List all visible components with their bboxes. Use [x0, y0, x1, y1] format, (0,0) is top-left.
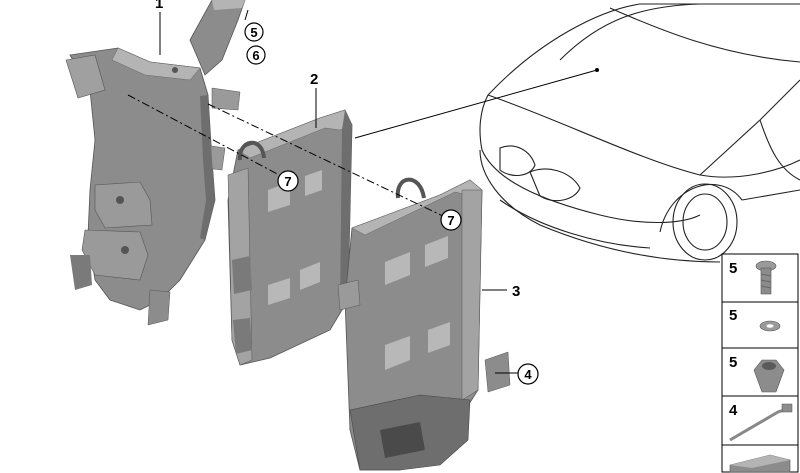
- panel-item-3-num: 5: [729, 354, 737, 371]
- circle-callout-6: 6: [246, 45, 266, 65]
- nut-icon: [753, 359, 785, 393]
- circle-callout-5: 5: [244, 22, 264, 42]
- circle-callout-7b: 7: [440, 209, 462, 231]
- panel-item-4-num: 4: [729, 402, 738, 419]
- circle-label-6: 6: [252, 48, 259, 63]
- fastener-panel: 5 5 5 4: [721, 253, 799, 473]
- circle-callout-7a: 7: [277, 170, 299, 192]
- circle-label-7b: 7: [447, 213, 454, 228]
- label-part-2: 2: [310, 71, 318, 88]
- label-part-3: 3: [512, 283, 520, 300]
- holder-part-3: [337, 177, 511, 471]
- circle-label-7a: 7: [284, 174, 291, 189]
- callout-leaders: [159, 9, 518, 374]
- circle-label-4: 4: [524, 367, 532, 382]
- alignment-lines: [127, 94, 446, 218]
- car-outline: [479, 3, 800, 263]
- washer-icon: [759, 320, 781, 332]
- label-part-1: 1: [155, 0, 163, 12]
- location-leader: [354, 68, 599, 139]
- circle-callout-4: 4: [517, 363, 539, 385]
- bracket-part-1: [65, 0, 246, 326]
- cable-tie-icon: [729, 403, 793, 442]
- panel-item-2-num: 5: [729, 307, 737, 324]
- holder-part-2: [227, 109, 353, 366]
- circle-label-5: 5: [250, 25, 257, 40]
- pad-icon: [729, 454, 791, 473]
- panel-item-1-num: 5: [729, 260, 737, 277]
- bolt-icon: [755, 260, 777, 295]
